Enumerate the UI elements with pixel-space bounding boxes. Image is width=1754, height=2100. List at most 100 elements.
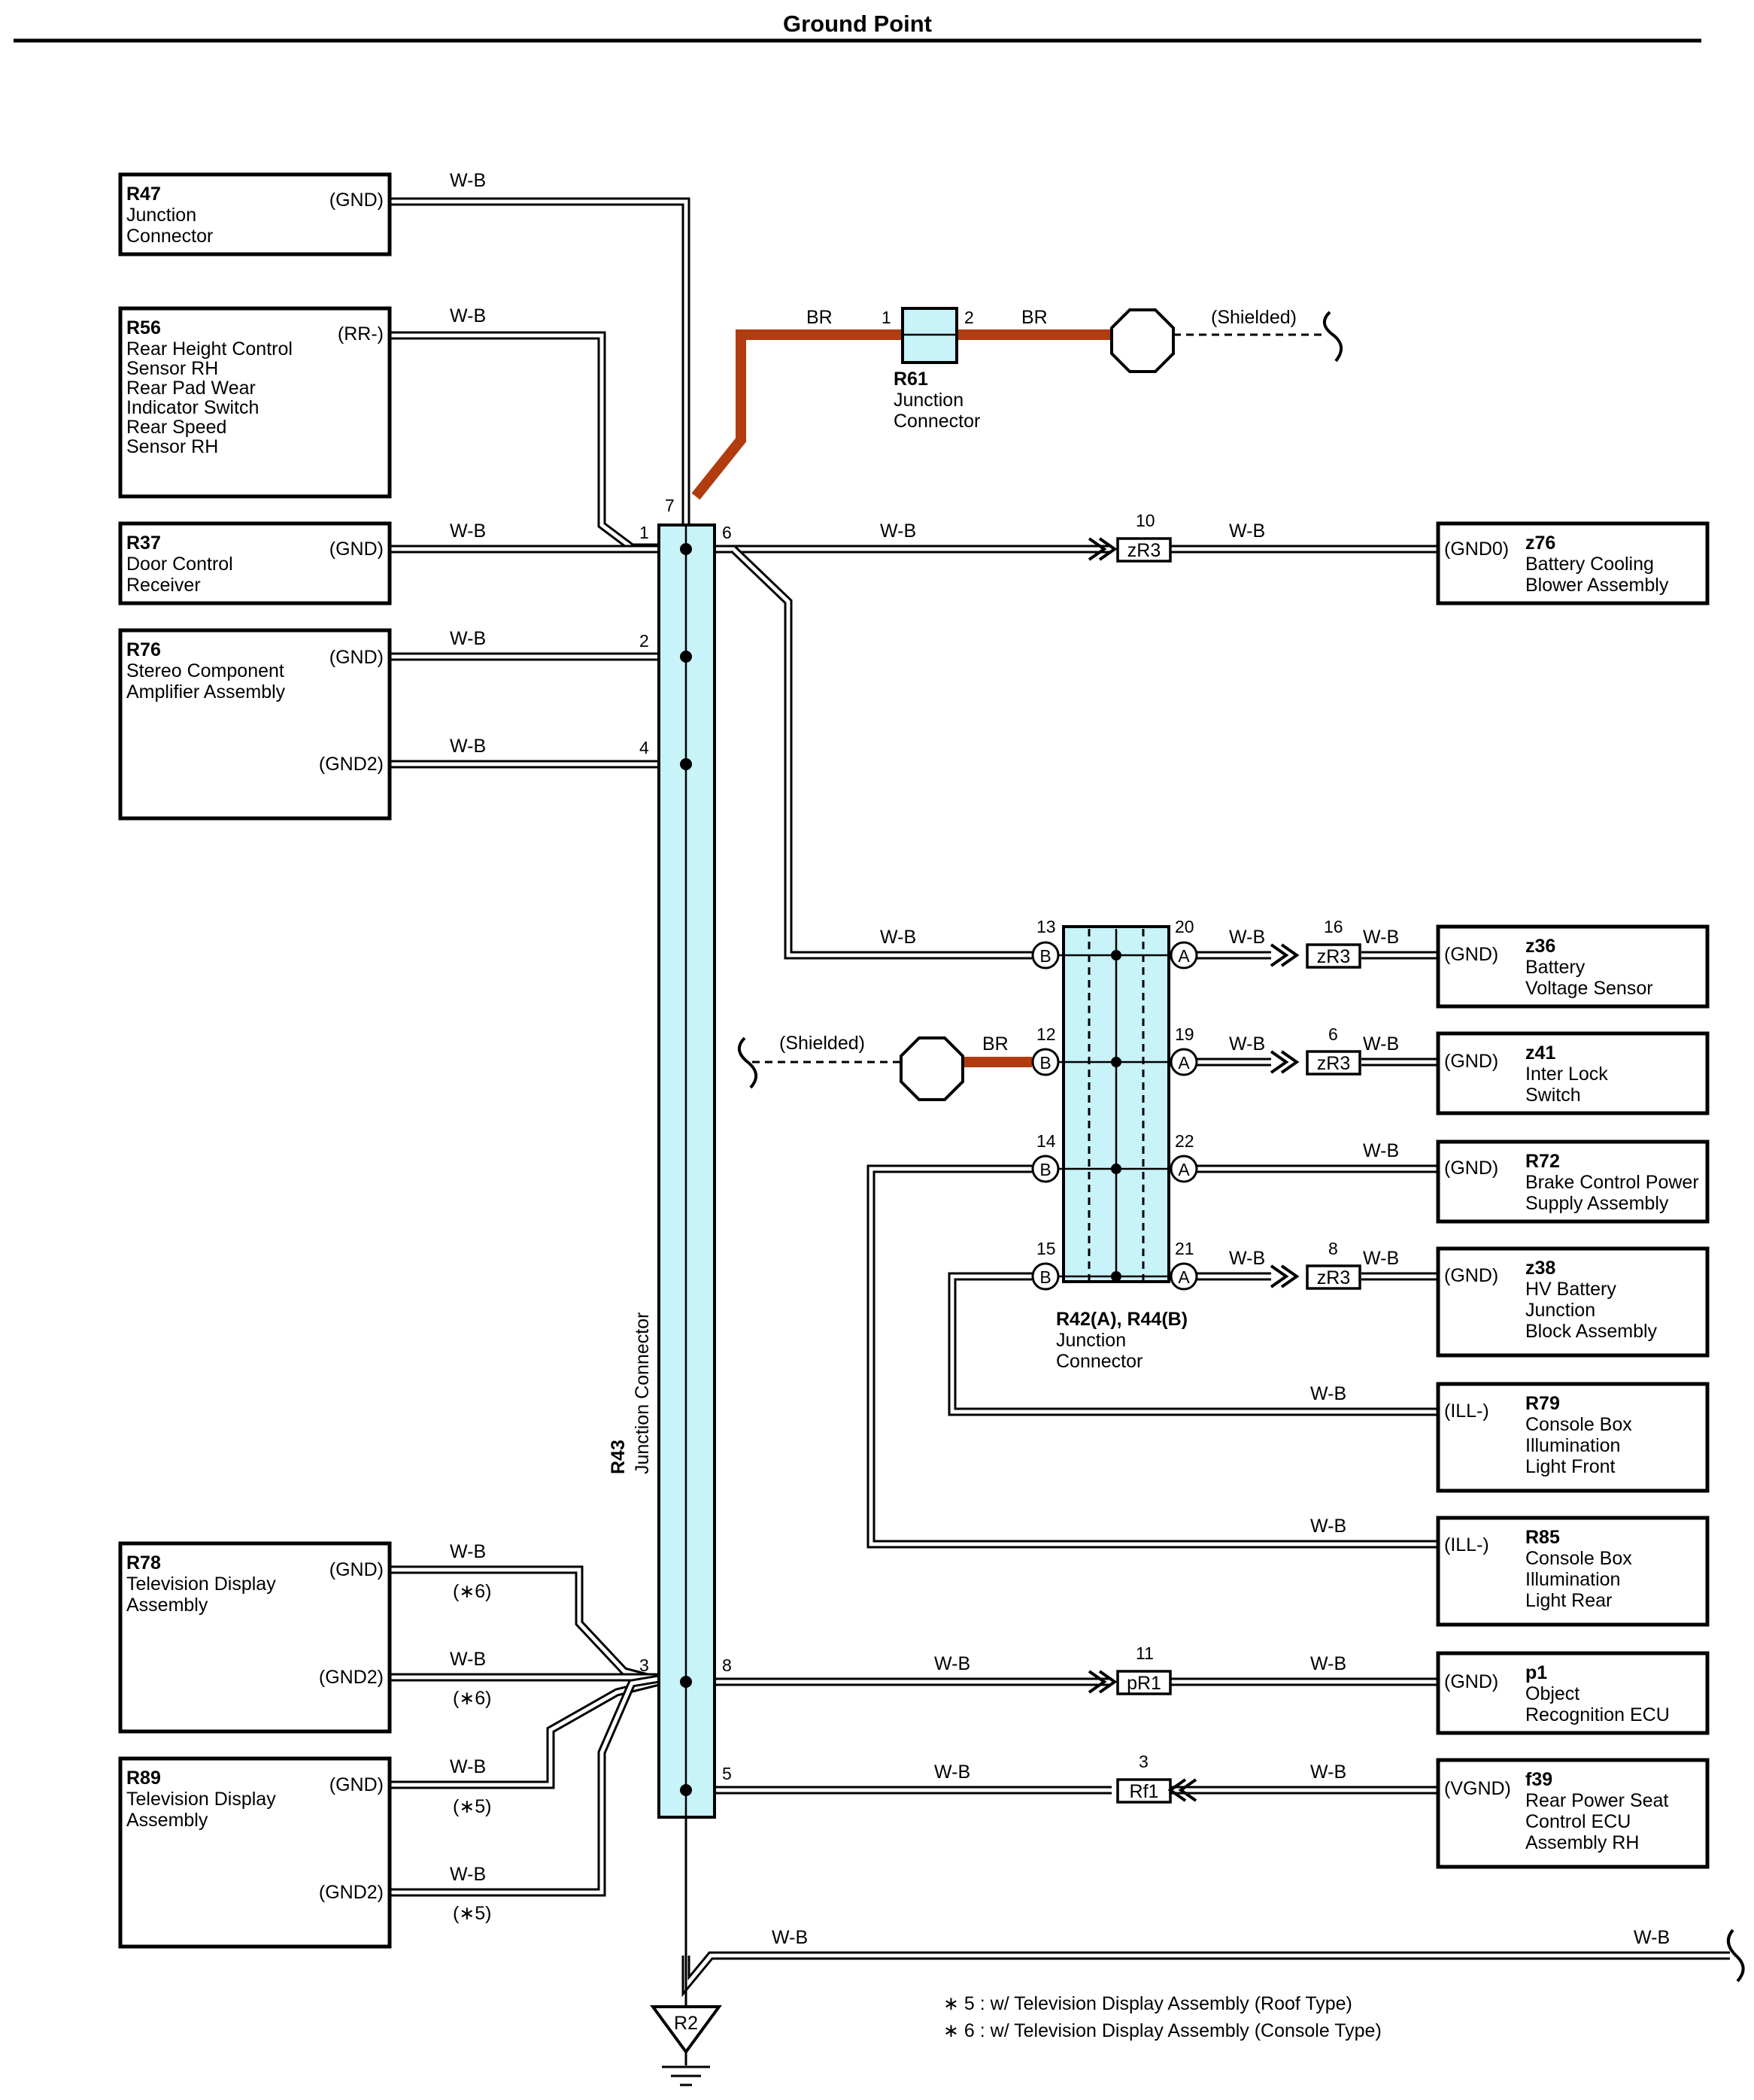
svg-text:Door Control: Door Control <box>126 554 233 575</box>
svg-text:Battery: Battery <box>1525 957 1586 978</box>
svg-text:Rear Pad Wear: Rear Pad Wear <box>126 378 256 399</box>
svg-text:R56: R56 <box>126 317 161 338</box>
svg-text:R76: R76 <box>126 639 161 660</box>
svg-text:Connector: Connector <box>894 411 980 432</box>
svg-text:Supply Assembly: Supply Assembly <box>1525 1193 1669 1214</box>
svg-text:Amplifier Assembly: Amplifier Assembly <box>126 681 286 703</box>
footnote-6: ∗ 6 : w/ Television Display Assembly (Co… <box>943 2020 1382 2041</box>
component-r79: (ILL-) R79 Console Box Illumination Ligh… <box>1436 1382 1710 1493</box>
svg-text:W-B: W-B <box>1310 1762 1346 1783</box>
svg-text:BR: BR <box>982 1033 1009 1055</box>
svg-text:W-B: W-B <box>1310 1383 1346 1404</box>
svg-text:f39: f39 <box>1525 1769 1552 1790</box>
svg-text:10: 10 <box>1136 511 1155 530</box>
svg-text:(GND): (GND) <box>329 647 384 668</box>
svg-text:zR3: zR3 <box>1127 540 1161 561</box>
wire-r56 <box>390 331 659 552</box>
svg-text:Junction: Junction <box>126 205 196 226</box>
svg-text:(GND): (GND) <box>1444 1671 1498 1692</box>
svg-text:Connector: Connector <box>126 226 213 247</box>
svg-text:W-B: W-B <box>880 927 916 948</box>
svg-text:W-B: W-B <box>934 1762 970 1783</box>
svg-text:(GND): (GND) <box>1444 1158 1498 1179</box>
svg-text:Recognition ECU: Recognition ECU <box>1525 1704 1670 1725</box>
svg-text:Light Rear: Light Rear <box>1525 1590 1612 1611</box>
svg-text:z36: z36 <box>1525 936 1555 957</box>
svg-text:W-B: W-B <box>772 1927 808 1948</box>
svg-text:Connector: Connector <box>1056 1351 1143 1372</box>
wire-r79 <box>948 1272 1438 1416</box>
svg-text:A: A <box>1178 1160 1190 1179</box>
svg-text:Block Assembly: Block Assembly <box>1525 1321 1658 1342</box>
wire-r89-gnd <box>390 1677 660 1789</box>
svg-text:Brake Control Power: Brake Control Power <box>1525 1172 1699 1193</box>
svg-text:(RR-): (RR-) <box>338 323 384 344</box>
svg-text:W-B: W-B <box>1634 1927 1670 1948</box>
svg-text:W-B: W-B <box>1310 1653 1346 1674</box>
svg-text:(GND2): (GND2) <box>319 1667 384 1688</box>
inline-connector-zr3-10: zR3 10 <box>1088 511 1172 563</box>
svg-text:(GND): (GND) <box>329 190 384 211</box>
svg-text:W-B: W-B <box>1310 1516 1346 1537</box>
svg-text:z76: z76 <box>1525 533 1555 554</box>
svg-text:Rear Power Seat: Rear Power Seat <box>1525 1790 1668 1811</box>
svg-text:Assembly RH: Assembly RH <box>1525 1832 1639 1853</box>
svg-text:W-B: W-B <box>1229 1248 1265 1269</box>
svg-text:13: 13 <box>1036 917 1056 936</box>
svg-text:A: A <box>1178 946 1190 966</box>
svg-text:W-B: W-B <box>1363 1140 1399 1161</box>
svg-text:15: 15 <box>1036 1239 1056 1258</box>
svg-text:Rear Speed: Rear Speed <box>126 417 226 438</box>
shield-ground-octagon-2 <box>900 1036 964 1101</box>
note-5b: (∗5) <box>453 1903 492 1924</box>
inline-connector-zr3-8: zR3 8 <box>1270 1239 1361 1290</box>
svg-text:R72: R72 <box>1525 1151 1560 1172</box>
ground-point-r2: R2 <box>650 2005 722 2086</box>
svg-text:R89: R89 <box>126 1768 161 1789</box>
component-z38: (GND) z38 HV Battery Junction Block Asse… <box>1436 1246 1710 1358</box>
wire-to-r42-13 <box>730 546 1032 960</box>
svg-text:(Shielded): (Shielded) <box>779 1033 865 1054</box>
r43-name: Junction Connector <box>632 1312 653 1474</box>
svg-text:z38: z38 <box>1525 1258 1555 1279</box>
svg-text:R47: R47 <box>126 184 161 205</box>
svg-text:20: 20 <box>1175 917 1194 936</box>
footnote-5: ∗ 5 : w/ Television Display Assembly (Ro… <box>943 1993 1352 2014</box>
svg-text:(Shielded): (Shielded) <box>1211 307 1297 328</box>
shield-ground-octagon <box>1110 308 1175 373</box>
svg-text:BR: BR <box>1021 307 1048 328</box>
svg-text:W-B: W-B <box>450 1541 486 1562</box>
svg-text:Sensor RH: Sensor RH <box>126 358 218 379</box>
component-r85: (ILL-) R85 Console Box Illumination Ligh… <box>1436 1516 1710 1627</box>
component-p1: (GND) p1 Object Recognition ECU <box>1436 1651 1710 1735</box>
svg-text:7: 7 <box>665 496 675 515</box>
wire-labels: W-B W-B W-B W-B W-B W-B W-B W-B W-B W-B … <box>450 170 1670 1948</box>
inline-connector-rf1-3: Rf1 3 <box>1116 1752 1197 1804</box>
r42-pin-20 <box>1170 941 1198 970</box>
svg-text:W-B: W-B <box>1229 520 1265 542</box>
svg-text:Console Box: Console Box <box>1525 1548 1632 1569</box>
svg-text:(GND): (GND) <box>1444 1265 1498 1286</box>
svg-text:(GND): (GND) <box>329 1559 384 1580</box>
svg-text:Stereo Component: Stereo Component <box>126 660 284 681</box>
svg-text:R78: R78 <box>126 1552 161 1573</box>
svg-text:BR: BR <box>806 307 833 328</box>
r43-code: R43 <box>608 1440 629 1474</box>
svg-text:(GND): (GND) <box>1444 944 1498 965</box>
svg-text:(ILL-): (ILL-) <box>1444 1401 1489 1422</box>
svg-text:3: 3 <box>1139 1752 1149 1771</box>
svg-text:(VGND): (VGND) <box>1444 1778 1511 1799</box>
svg-text:zR3: zR3 <box>1317 1267 1350 1288</box>
svg-text:12: 12 <box>1036 1024 1056 1044</box>
continuation-mark <box>1727 1929 1745 1983</box>
svg-text:A: A <box>1178 1267 1190 1287</box>
svg-text:Inter Lock: Inter Lock <box>1525 1064 1608 1085</box>
svg-text:W-B: W-B <box>1363 1248 1399 1269</box>
svg-text:(GND2): (GND2) <box>319 1882 384 1903</box>
inline-connector-pr1-11: pR1 11 <box>1088 1643 1172 1695</box>
svg-text:pR1: pR1 <box>1127 1673 1161 1694</box>
page-title: Ground Point <box>783 11 932 37</box>
component-f39: (VGND) f39 Rear Power Seat Control ECU A… <box>1436 1758 1710 1869</box>
component-r37: R37 Door Control Receiver (GND) <box>118 521 392 605</box>
svg-text:Receiver: Receiver <box>126 575 201 596</box>
